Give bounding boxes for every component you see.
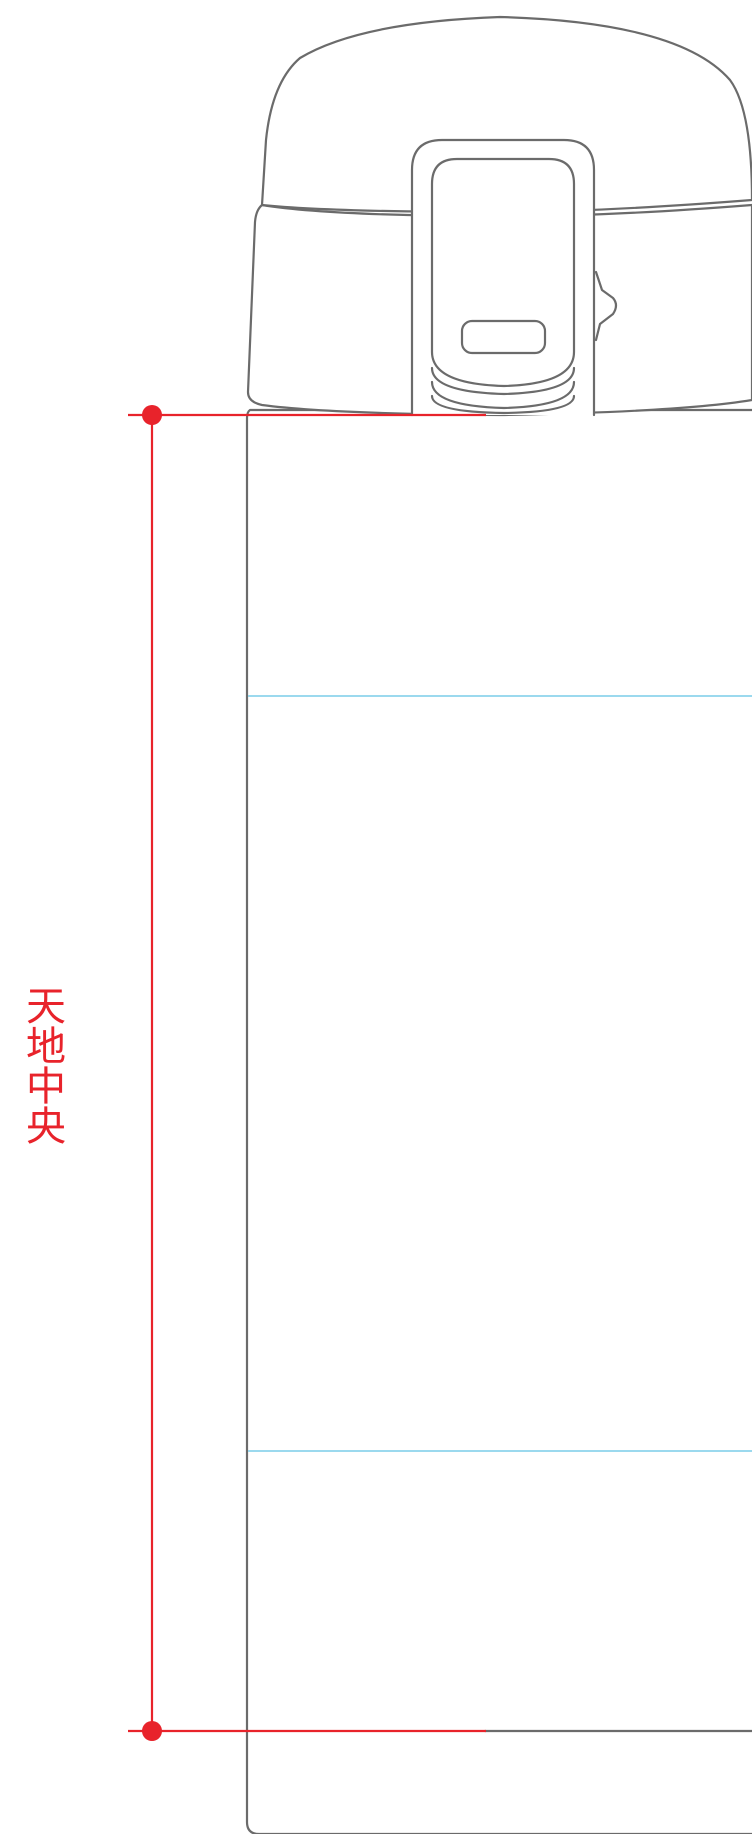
latch-ring-1 [430,366,576,396]
dimension-bottom-dot [142,1721,162,1741]
push-button-slot [460,319,547,355]
vertical-center-label: 天地中央 [19,985,65,1145]
dimension-top-dot [142,405,162,425]
bottle-body [245,408,752,1834]
lid-side-clip [594,270,618,342]
latch-ring-2 [430,380,576,410]
latch-ring-3 [430,394,576,415]
